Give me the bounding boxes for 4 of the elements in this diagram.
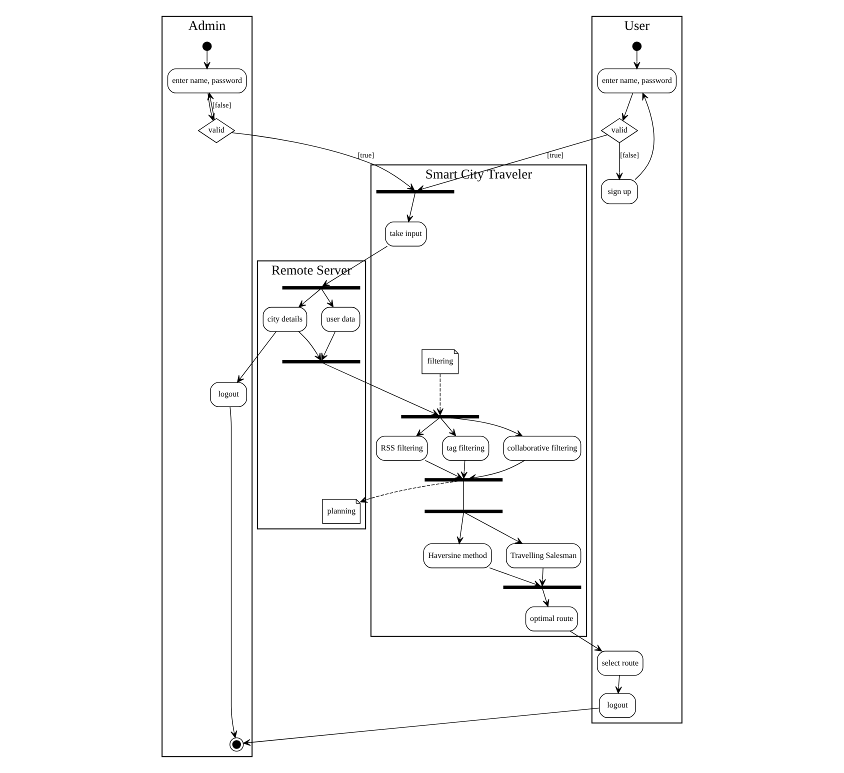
edge-label: [false] [620, 150, 639, 160]
edge-label: [true] [547, 150, 564, 160]
edge-label: [true] [358, 150, 374, 160]
edge-label: [false] [212, 100, 232, 110]
